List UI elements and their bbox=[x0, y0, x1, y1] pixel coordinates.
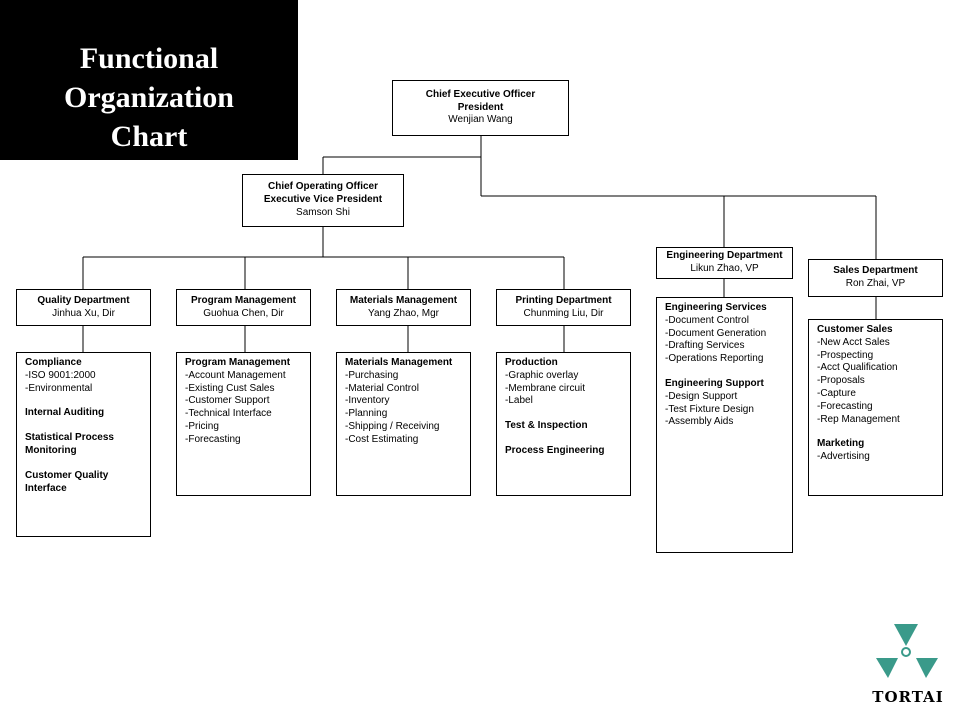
section-title: Interface bbox=[25, 482, 67, 494]
list-item: -Assembly Aids bbox=[665, 416, 734, 428]
section-title: Process Engineering bbox=[505, 444, 605, 456]
list-item: -Test Fixture Design bbox=[665, 403, 754, 415]
chart-title: Functional Organization Chart bbox=[0, 0, 298, 160]
title-line-3: Chart bbox=[110, 120, 188, 153]
list-item: -Drafting Services bbox=[665, 340, 745, 352]
list-item: -Membrane circuit bbox=[505, 382, 586, 394]
list-item: -Rep Management bbox=[817, 413, 900, 425]
section-title: Program Management bbox=[185, 357, 291, 368]
title-line-1: Functional bbox=[79, 42, 219, 75]
list-item: -Planning bbox=[345, 408, 388, 420]
coo-title-1: Chief Operating Officer bbox=[267, 181, 378, 193]
list-item: -Advertising bbox=[817, 451, 870, 463]
dept-name: Program Management bbox=[190, 294, 297, 306]
section-title: Compliance bbox=[25, 357, 82, 368]
list-item: -Existing Cust Sales bbox=[185, 382, 275, 394]
list-item: -Capture bbox=[817, 387, 856, 399]
ceo-title-1: Chief Executive Officer bbox=[425, 88, 536, 100]
dept-name: Materials Management bbox=[349, 294, 458, 306]
coo-box: Chief Operating Officer Executive Vice P… bbox=[242, 174, 404, 227]
logo-center-dot bbox=[901, 647, 911, 657]
dept-name: Printing Department bbox=[515, 294, 612, 306]
program-details-box: Program Management -Account Management -… bbox=[176, 352, 311, 496]
dept-name: Engineering Department bbox=[666, 250, 783, 262]
quality-dept-box: Quality Department Jinhua Xu, Dir bbox=[16, 289, 151, 326]
list-item: -ISO 9001:2000 bbox=[25, 369, 96, 381]
dept-name: Quality Department bbox=[37, 294, 130, 306]
logo-triangle-top bbox=[894, 624, 918, 646]
list-item: -Prospecting bbox=[817, 349, 874, 361]
section-title: Internal Auditing bbox=[25, 407, 105, 419]
logo-triangle-left bbox=[876, 658, 898, 678]
ceo-box: Chief Executive Officer President Wenjia… bbox=[392, 80, 569, 136]
section-title: Statistical Process bbox=[25, 432, 114, 444]
list-item: -Document Generation bbox=[665, 327, 767, 339]
list-item: -Purchasing bbox=[345, 369, 399, 381]
list-item: -Material Control bbox=[345, 382, 419, 394]
ceo-name: Wenjian Wang bbox=[448, 114, 513, 126]
list-item: -Label bbox=[505, 395, 533, 407]
list-item: -Pricing bbox=[185, 420, 219, 432]
printing-details-box: Production -Graphic overlay -Membrane ci… bbox=[496, 352, 631, 496]
dept-head: Guohua Chen, Dir bbox=[203, 307, 284, 319]
dept-head: Jinhua Xu, Dir bbox=[52, 307, 115, 319]
materials-details-box: Materials Management -Purchasing -Materi… bbox=[336, 352, 471, 496]
engineering-dept-box: Engineering Department Likun Zhao, VP bbox=[656, 247, 793, 279]
list-item: -Technical Interface bbox=[185, 408, 272, 420]
list-item: -Acct Qualification bbox=[817, 362, 898, 374]
dept-head: Likun Zhao, VP bbox=[690, 263, 759, 274]
list-item: -Inventory bbox=[345, 395, 390, 407]
section-title: Materials Management bbox=[345, 357, 453, 368]
title-line-2: Organization bbox=[64, 81, 234, 114]
materials-dept-box: Materials Management Yang Zhao, Mgr bbox=[336, 289, 471, 326]
list-item: -Document Control bbox=[665, 314, 749, 326]
section-title: Test & Inspection bbox=[505, 420, 588, 432]
section-title: Production bbox=[505, 357, 558, 368]
list-item: -Customer Support bbox=[185, 395, 270, 407]
sales-dept-box: Sales Department Ron Zhai, VP bbox=[808, 259, 943, 297]
section-title: Customer Sales bbox=[817, 324, 893, 335]
list-item: -Operations Reporting bbox=[665, 353, 764, 365]
coo-title-2: Executive Vice President bbox=[263, 194, 383, 206]
logo-triangle-right bbox=[916, 658, 938, 678]
dept-head: Chunming Liu, Dir bbox=[523, 307, 604, 319]
section-title: Customer Quality bbox=[25, 469, 109, 481]
logo-text: TORTAI bbox=[872, 688, 944, 706]
list-item: -Account Management bbox=[185, 369, 286, 381]
dept-name: Sales Department bbox=[833, 265, 918, 277]
printing-dept-box: Printing Department Chunming Liu, Dir bbox=[496, 289, 631, 326]
section-title: Monitoring bbox=[25, 444, 77, 456]
section-title: Engineering Support bbox=[665, 377, 764, 389]
section-title: Engineering Services bbox=[665, 302, 767, 313]
list-item: -Cost Estimating bbox=[345, 433, 419, 445]
list-item: -New Acct Sales bbox=[817, 336, 890, 348]
list-item: -Design Support bbox=[665, 390, 738, 402]
section-title: Marketing bbox=[817, 438, 865, 450]
ceo-title-2: President bbox=[457, 101, 504, 113]
engineering-details-box: Engineering Services -Document Control -… bbox=[656, 297, 793, 553]
list-item: -Proposals bbox=[817, 375, 865, 387]
coo-name: Samson Shi bbox=[296, 206, 350, 218]
dept-head: Ron Zhai, VP bbox=[845, 278, 906, 289]
dept-head: Yang Zhao, Mgr bbox=[368, 307, 439, 319]
list-item: -Forecasting bbox=[185, 433, 241, 445]
sales-details-box: Customer Sales -New Acct Sales -Prospect… bbox=[808, 319, 943, 496]
quality-details-box: Compliance -ISO 9001:2000 -Environmental… bbox=[16, 352, 151, 537]
list-item: -Environmental bbox=[25, 382, 93, 394]
program-dept-box: Program Management Guohua Chen, Dir bbox=[176, 289, 311, 326]
list-item: -Forecasting bbox=[817, 400, 873, 412]
list-item: -Graphic overlay bbox=[505, 369, 579, 381]
list-item: -Shipping / Receiving bbox=[345, 420, 440, 432]
tortai-logo-icon bbox=[876, 624, 938, 678]
